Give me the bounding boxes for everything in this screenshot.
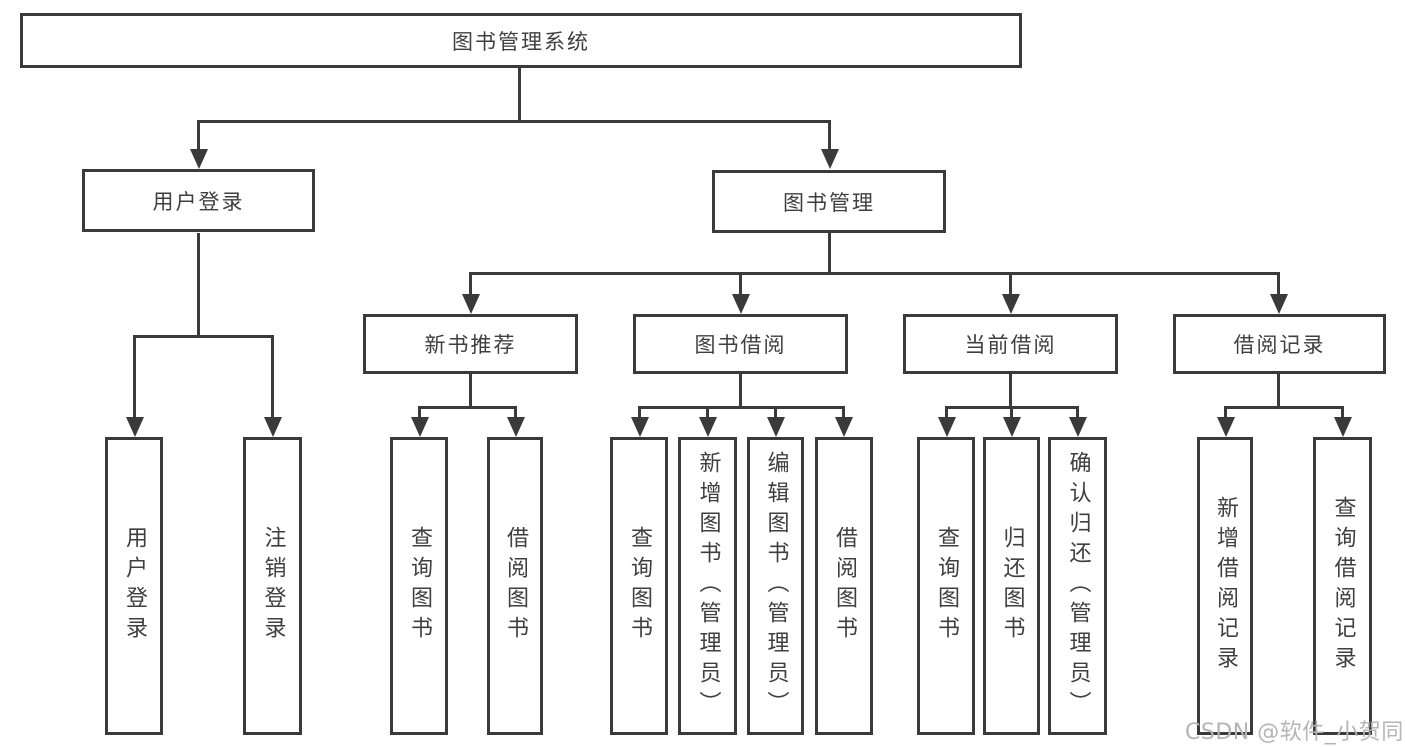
leaf-borrow-books: 借阅图书 xyxy=(815,437,873,735)
leaf-query-borrow-record: 查询借阅记录 xyxy=(1313,437,1372,735)
node-library-management-system: 图书管理系统 xyxy=(20,13,1022,68)
leaf-logout: 注销登录 xyxy=(243,437,302,735)
leaf-label: 归还图书 xyxy=(999,526,1025,646)
connector-line xyxy=(842,406,845,421)
connector-arrowhead xyxy=(190,149,208,169)
node-label: 图书管理系统 xyxy=(452,29,590,54)
leaf-label: 查询图书 xyxy=(407,526,432,646)
connector-line xyxy=(469,272,472,298)
leaf-borrow-books-recommend: 借阅图书 xyxy=(487,437,543,735)
connector-line xyxy=(1224,406,1344,409)
connector-arrowhead xyxy=(1069,417,1087,437)
node-borrowing-records: 借阅记录 xyxy=(1173,314,1386,374)
leaf-add-books-admin: 新增图书（管理员） xyxy=(678,437,737,735)
connector-arrowhead xyxy=(462,294,480,314)
connector-line xyxy=(945,406,948,421)
connector-line xyxy=(828,233,831,274)
connector-line xyxy=(739,374,742,408)
connector-line xyxy=(1224,406,1227,421)
leaf-label: 新增图书（管理员） xyxy=(695,451,721,721)
watermark: CSDN @软件_小贺同学 xyxy=(1185,720,1405,745)
connector-arrowhead xyxy=(699,417,717,437)
node-new-book-recommendation: 新书推荐 xyxy=(363,314,578,374)
connector-line xyxy=(1341,406,1344,421)
leaf-return-books: 归还图书 xyxy=(983,437,1040,735)
connector-line xyxy=(469,374,472,408)
connector-arrowhead xyxy=(1002,294,1020,314)
leaf-query-books-recommend: 查询图书 xyxy=(390,437,448,735)
connector-line xyxy=(1277,374,1280,408)
connector-line xyxy=(1009,374,1012,408)
node-book-management: 图书管理 xyxy=(712,170,946,233)
leaf-user-login: 用户登录 xyxy=(105,437,163,735)
node-label: 新书推荐 xyxy=(424,333,517,357)
connector-line xyxy=(271,335,274,421)
connector-line xyxy=(638,406,845,409)
node-book-borrowing: 图书借阅 xyxy=(633,314,848,374)
connector-line xyxy=(469,272,1280,275)
connector-arrowhead xyxy=(507,417,525,437)
leaf-label: 借阅图书 xyxy=(503,526,528,646)
connector-line xyxy=(706,406,709,421)
connector-arrowhead xyxy=(411,417,429,437)
leaf-query-books-borrowing: 查询图书 xyxy=(610,437,668,735)
node-label: 借阅记录 xyxy=(1233,333,1326,357)
leaf-label: 查询借阅记录 xyxy=(1330,496,1356,676)
connector-arrowhead xyxy=(732,294,750,314)
node-current-borrowing: 当前借阅 xyxy=(903,314,1118,374)
leaf-add-borrow-record: 新增借阅记录 xyxy=(1197,437,1253,735)
node-label: 图书管理 xyxy=(783,190,875,215)
node-label: 图书借阅 xyxy=(694,333,787,357)
connector-line xyxy=(518,68,521,120)
connector-line xyxy=(418,406,421,421)
connector-arrowhead xyxy=(264,417,282,437)
leaf-label: 新增借阅记录 xyxy=(1213,496,1238,676)
connector-line xyxy=(133,335,274,338)
leaf-confirm-return-admin: 确认归还（管理员） xyxy=(1048,437,1107,735)
leaf-label: 注销登录 xyxy=(260,526,286,646)
connector-line xyxy=(828,120,831,154)
leaf-label: 借阅图书 xyxy=(832,526,857,646)
connector-line xyxy=(1010,406,1013,421)
leaf-label: 编辑图书（管理员） xyxy=(763,451,789,721)
connector-arrowhead xyxy=(767,417,785,437)
connector-arrowhead xyxy=(821,149,839,169)
connector-line xyxy=(1009,272,1012,298)
connector-line xyxy=(197,120,831,123)
connector-line xyxy=(1076,406,1079,421)
leaf-label: 用户登录 xyxy=(122,526,147,646)
leaf-label: 查询图书 xyxy=(934,526,959,646)
connector-line xyxy=(1277,272,1280,298)
connector-line xyxy=(133,335,136,421)
leaf-edit-books-admin: 编辑图书（管理员） xyxy=(747,437,804,735)
connector-line xyxy=(774,406,777,421)
node-label: 用户登录 xyxy=(152,189,245,214)
connector-arrowhead xyxy=(1003,417,1021,437)
connector-arrowhead xyxy=(1217,417,1235,437)
leaf-label: 确认归还（管理员） xyxy=(1065,451,1091,721)
connector-line xyxy=(638,406,641,421)
connector-line xyxy=(739,272,742,298)
connector-arrowhead xyxy=(938,417,956,437)
connector-arrowhead xyxy=(631,417,649,437)
connector-arrowhead xyxy=(835,417,853,437)
connector-line xyxy=(197,233,200,335)
connector-arrowhead xyxy=(1334,417,1352,437)
node-user-login: 用户登录 xyxy=(82,169,315,232)
node-label: 当前借阅 xyxy=(964,333,1057,357)
connector-arrowhead xyxy=(126,417,144,437)
connector-line xyxy=(514,406,517,421)
connector-arrowhead xyxy=(1270,294,1288,314)
leaf-label: 查询图书 xyxy=(627,526,652,646)
leaf-query-books-current: 查询图书 xyxy=(917,437,975,735)
connector-line xyxy=(418,406,517,409)
connector-line xyxy=(197,120,200,154)
